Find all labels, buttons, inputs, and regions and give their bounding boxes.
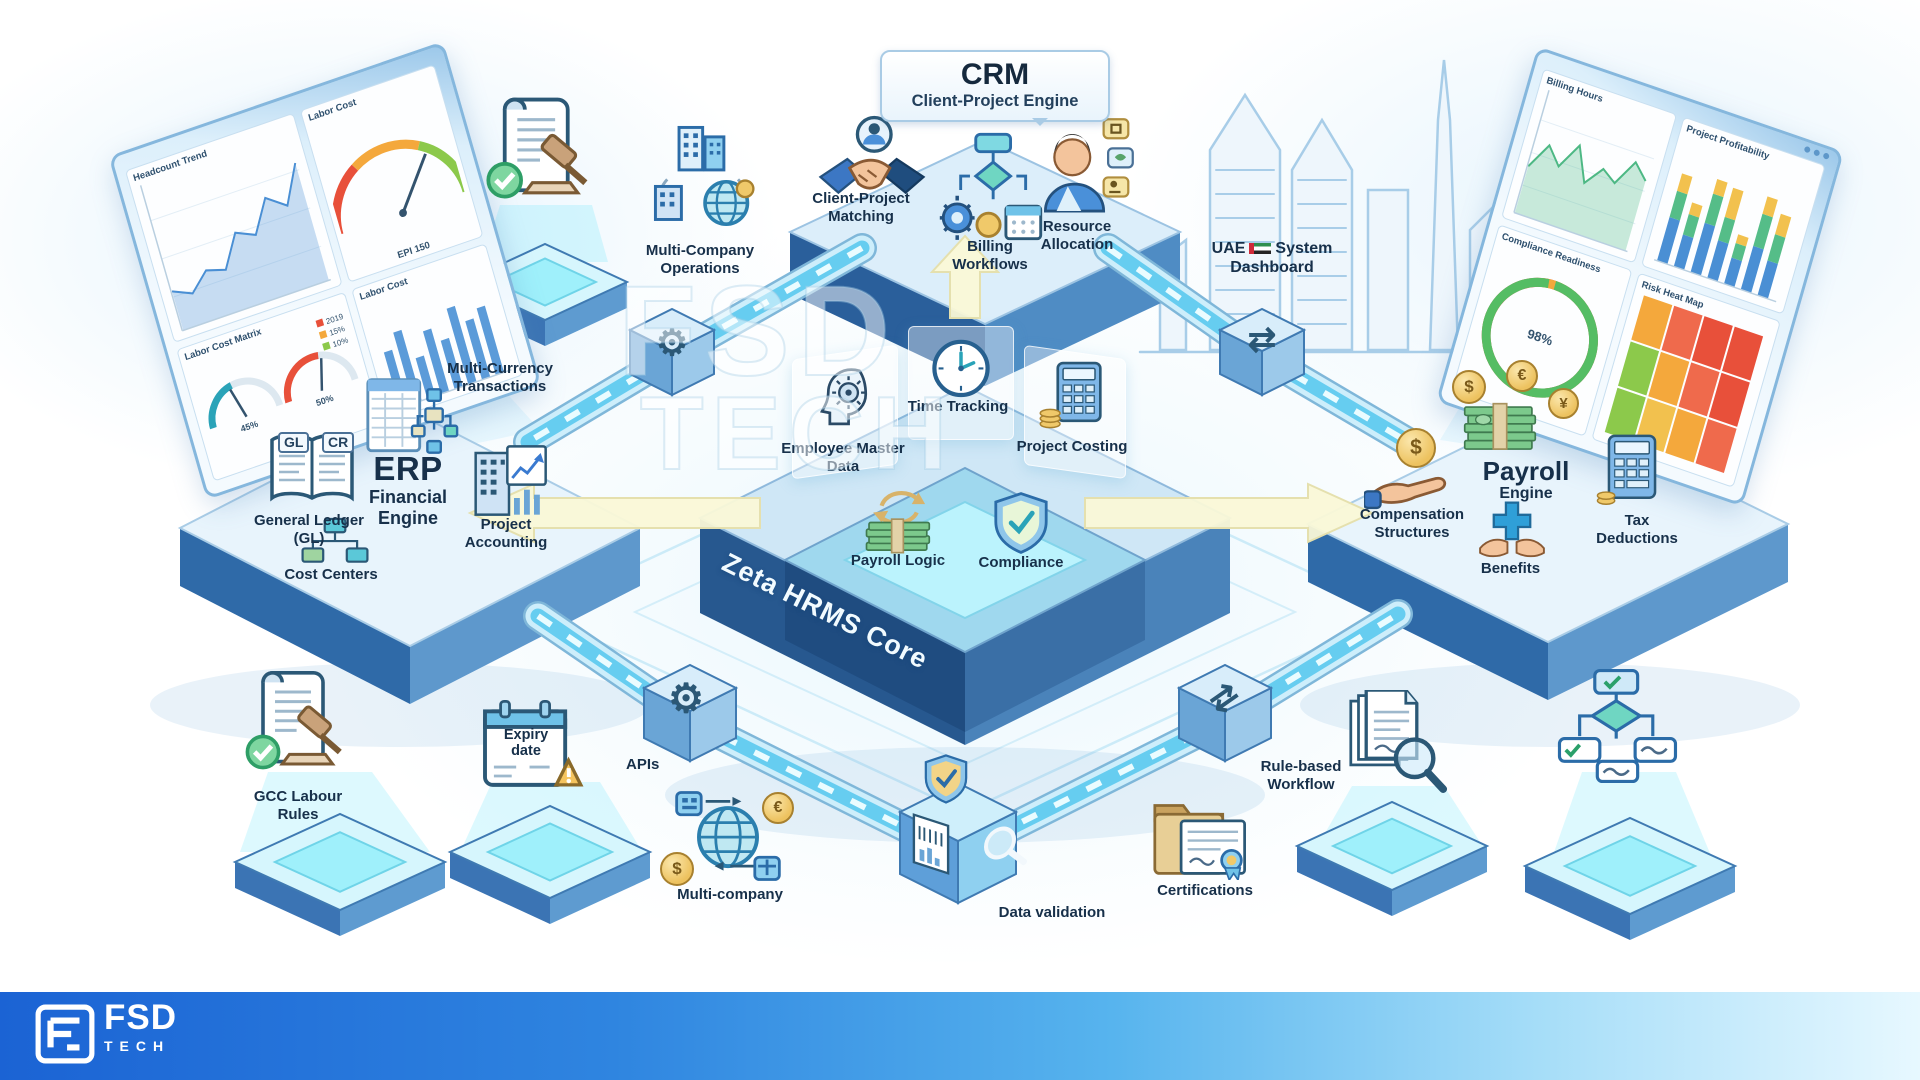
expiry-date-label: Expiry date bbox=[503, 727, 549, 759]
core-module-label: Compliance bbox=[978, 554, 1064, 571]
gear-icon: ⚙ bbox=[668, 677, 704, 721]
uae-flag-icon bbox=[1249, 243, 1272, 255]
resource-person-icon bbox=[1018, 108, 1140, 220]
hands-cross-icon bbox=[1474, 498, 1550, 562]
headcount-trend-chart bbox=[135, 130, 336, 337]
erp-subtitle: Financial Engine bbox=[368, 487, 448, 529]
certifications-label: Certifications bbox=[1157, 882, 1253, 899]
spreadsheet-flow-icon bbox=[356, 372, 468, 468]
building-chart-icon bbox=[466, 438, 552, 518]
project-profitability-chart bbox=[1648, 134, 1816, 309]
core-module-label: Employee Master Data bbox=[781, 440, 905, 475]
crm-module-label: Client-Project Matching bbox=[812, 190, 910, 225]
brand-sub: TECH bbox=[104, 1038, 171, 1054]
flowchart-mini-icon bbox=[1556, 668, 1684, 784]
svg-text:10%: 10% bbox=[332, 336, 350, 350]
folder-certificate-icon bbox=[1148, 788, 1258, 880]
core-module-label: Time Tracking bbox=[907, 398, 1009, 415]
euro-coin-icon: € bbox=[1506, 360, 1538, 392]
erp-module-label: Project Accounting bbox=[464, 516, 548, 551]
system-dashboard-text: System Dashboard bbox=[1230, 240, 1333, 276]
payroll-title: Payroll bbox=[1482, 456, 1570, 486]
handshake-icon bbox=[812, 112, 932, 224]
documents-magnifier-icon bbox=[1342, 690, 1452, 798]
core-module-label: Payroll Logic bbox=[850, 552, 946, 569]
panel-headcount-trend: Headcount Trend bbox=[124, 112, 343, 344]
billing-flow-icon bbox=[928, 132, 1056, 248]
multi-company-operations-label: Multi-Company Operations bbox=[645, 242, 755, 277]
multi-currency-transactions-label: Multi-Currency Transactions bbox=[447, 360, 553, 395]
money-stack-icon bbox=[858, 484, 942, 556]
scroll-gavel-check-icon bbox=[472, 92, 608, 218]
billing-hours-chart bbox=[1508, 86, 1667, 258]
crm-module-label: Billing Workflows bbox=[952, 238, 1028, 273]
hand-coin-icon bbox=[1364, 458, 1456, 510]
payroll-title-block: Payroll Engine bbox=[1466, 458, 1586, 504]
org-chart-icon bbox=[298, 516, 372, 572]
panel-labor-cost-gauge: Labor Cost EPI 150 bbox=[300, 64, 484, 283]
core-module-label: Project Costing bbox=[1016, 438, 1128, 455]
apis-label: APIs bbox=[626, 756, 660, 773]
yen-coin-icon: ¥ bbox=[1548, 388, 1579, 419]
gcc-labour-rules-label: GCC Labour Rules bbox=[253, 788, 343, 823]
shield-check-icon bbox=[986, 490, 1056, 556]
euro-coin-icon: € bbox=[762, 792, 794, 824]
erp-title: ERP bbox=[373, 450, 443, 487]
gear-icon: ⚙ bbox=[655, 322, 689, 363]
calculator-icon bbox=[1038, 358, 1114, 438]
crm-speech-bubble: CRM Client-Project Engine bbox=[880, 50, 1110, 126]
svg-text:50%: 50% bbox=[315, 393, 335, 408]
svg-text:EPI 150: EPI 150 bbox=[396, 240, 431, 262]
uae-system-dashboard-screen: Billing Hours Project Profitability Comp… bbox=[1435, 46, 1845, 507]
dollar-coin-icon: $ bbox=[660, 852, 694, 886]
payroll-module-label: Compensation Structures bbox=[1359, 506, 1465, 541]
rule-based-workflow-label: Rule-based Workflow bbox=[1260, 758, 1342, 793]
footer-bar: FSD TECH bbox=[0, 992, 1920, 1080]
crm-subtitle: Client-Project Engine bbox=[911, 92, 1079, 110]
data-validation-label: Data validation bbox=[998, 904, 1106, 921]
expiry-calendar-icon bbox=[478, 698, 590, 796]
brand-block: FSD TECH bbox=[104, 1000, 177, 1054]
risk-heat-map-chart bbox=[1598, 290, 1771, 482]
money-stack-icon bbox=[1458, 392, 1542, 454]
payroll-subtitle: Engine bbox=[1499, 485, 1553, 502]
erp-title-block: ERP Financial Engine bbox=[338, 452, 478, 529]
gl-tab: GL bbox=[278, 432, 310, 453]
panel-billing-hours: Billing Hours bbox=[1500, 68, 1678, 264]
crm-module-label: Resource Allocation bbox=[1040, 218, 1114, 253]
cr-tab: CR bbox=[322, 432, 355, 453]
window-dots bbox=[1803, 145, 1830, 160]
brand-name: FSD bbox=[104, 998, 177, 1037]
erp-module-label: General Ledger (GL) bbox=[253, 512, 365, 547]
svg-text:45%: 45% bbox=[240, 419, 260, 434]
erp-module-label: Cost Centers bbox=[284, 566, 378, 583]
dollar-coin-icon: $ bbox=[1452, 370, 1486, 404]
uae-text: UAE bbox=[1211, 240, 1246, 257]
payroll-module-label: Tax Deductions bbox=[1596, 512, 1678, 547]
svg-text:98%: 98% bbox=[1525, 326, 1554, 349]
multi-company-label: Multi-company bbox=[677, 886, 783, 903]
clock-icon bbox=[926, 332, 996, 402]
panel-risk-heat-map: Risk Heat Map bbox=[1591, 272, 1781, 488]
head-gear-icon bbox=[808, 362, 886, 442]
sync-icon: ⇄ bbox=[1247, 321, 1277, 359]
globe-currency-icon bbox=[672, 788, 784, 884]
barcode-document-icon bbox=[912, 812, 950, 876]
scroll-gavel-check-icon bbox=[234, 668, 364, 788]
panel-project-profitability: Project Profitability bbox=[1640, 116, 1826, 316]
crm-title: CRM bbox=[960, 58, 1030, 91]
dollar-coin-icon: $ bbox=[1396, 428, 1436, 468]
buildings-globe-icon bbox=[640, 118, 770, 236]
shield-check-icon bbox=[918, 748, 974, 810]
payroll-module-label: Benefits bbox=[1480, 560, 1541, 577]
magnifier-icon bbox=[978, 816, 1030, 879]
calculator-coins-icon bbox=[1596, 430, 1668, 508]
fsd-logo-icon bbox=[35, 1004, 95, 1064]
